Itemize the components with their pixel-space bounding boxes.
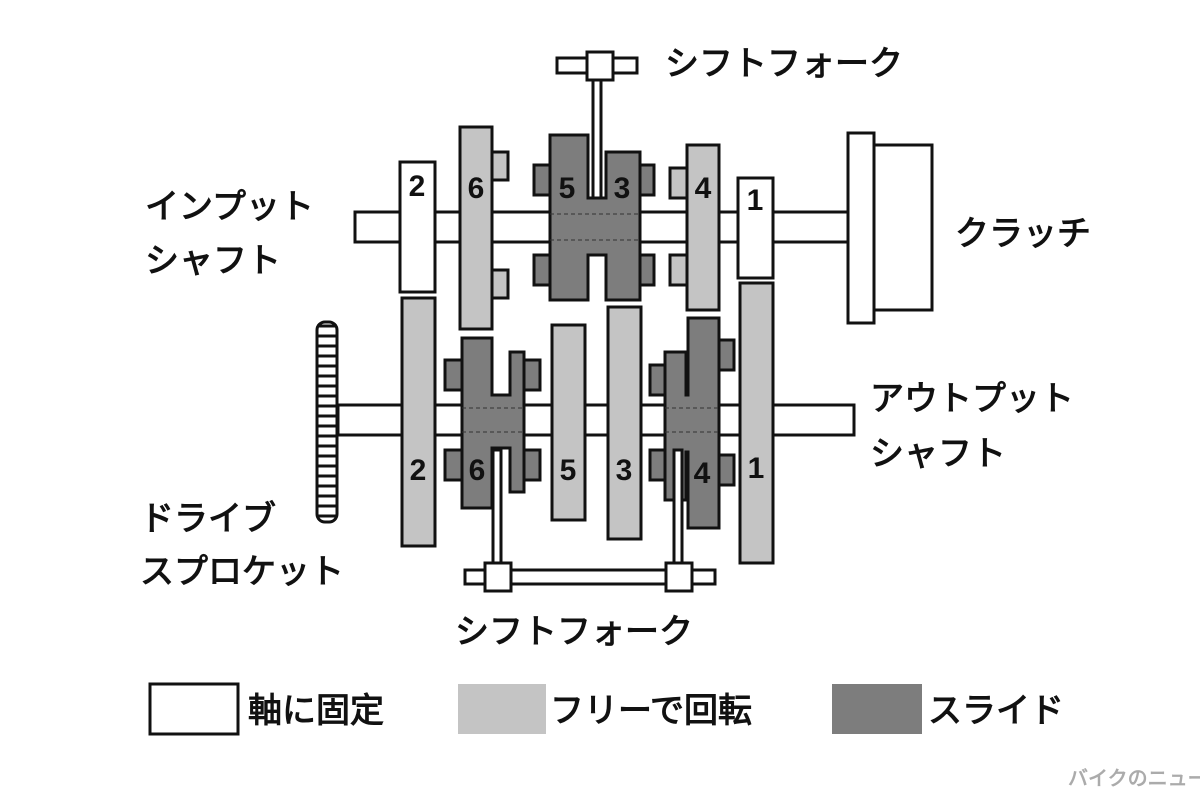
legend-swatch-slide	[832, 684, 922, 734]
output-gear-number: 3	[616, 454, 633, 487]
clutch	[846, 131, 934, 325]
output-gear-numbers: 2 6 5 3 4 1	[410, 452, 765, 490]
output-gear-number: 1	[748, 452, 765, 485]
input-gear-number: 1	[747, 184, 764, 217]
legend-swatch-fixed	[148, 682, 240, 736]
input-gear-number: 3	[614, 172, 631, 205]
drive-sprocket-label-2: スプロケット	[140, 552, 344, 592]
drive-sprocket-label-1: ドライブ	[140, 499, 276, 539]
input-gear-6	[458, 125, 510, 331]
spline-lines	[462, 213, 719, 433]
output-gear-number: 4	[694, 457, 711, 490]
input-gear-number: 5	[559, 172, 576, 205]
clutch-label: クラッチ	[955, 214, 1091, 254]
input-shaft-label-1: インプット	[145, 187, 314, 227]
input-gear-2	[398, 160, 437, 294]
bottom-shift-fork	[463, 448, 717, 593]
legend-label-free: フリーで回転	[550, 691, 752, 731]
input-gear-4	[668, 143, 721, 312]
output-gear-2	[400, 296, 437, 548]
watermark: バイクのニュース	[1068, 766, 1200, 790]
output-gear-number: 2	[410, 454, 427, 487]
output-gear-number: 6	[469, 454, 486, 487]
legend-label-slide: スライド	[928, 691, 1064, 731]
input-gear-number: 2	[409, 170, 426, 203]
output-shaft-label-2: シャフト	[870, 434, 1006, 474]
top-shift-fork	[555, 50, 639, 200]
input-gear-number: 6	[468, 172, 485, 205]
legend-label-fixed: 軸に固定	[248, 691, 384, 731]
input-gear-5-3	[532, 133, 656, 302]
input-gear-1	[736, 176, 775, 280]
shift-fork-top-label: シフトフォーク	[665, 44, 903, 84]
output-gear-3	[606, 305, 643, 541]
input-gear-numbers: 2 6 5 3 4 1	[409, 170, 764, 217]
output-shaft-label-1: アウトプット	[870, 379, 1074, 419]
drive-sprocket	[315, 320, 339, 524]
output-gear-5	[550, 323, 587, 522]
legend-swatch-free	[458, 684, 546, 734]
shift-fork-bottom-label: シフトフォーク	[455, 612, 693, 652]
legend: 軸に固定 フリーで回転 スライド	[148, 682, 1064, 736]
watermark-text: バイクのニュース	[1068, 766, 1200, 790]
output-gear-1	[738, 281, 775, 565]
input-shaft-label-2: シャフト	[145, 241, 281, 281]
output-gear-number: 5	[560, 454, 577, 487]
input-gear-number: 4	[695, 172, 712, 205]
